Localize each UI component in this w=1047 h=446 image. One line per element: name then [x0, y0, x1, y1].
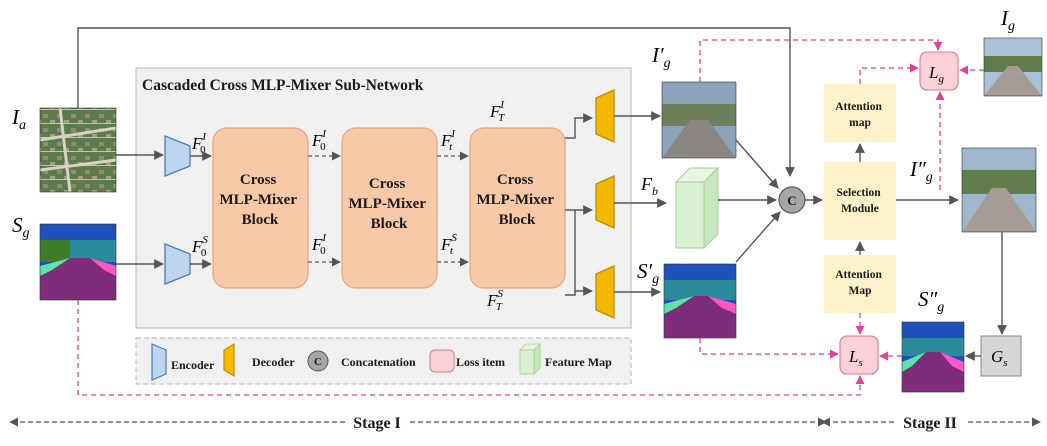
ig-dprime-label: I″g	[909, 157, 933, 185]
encoder-top-icon	[164, 135, 191, 177]
sg-dprime-image	[901, 321, 965, 393]
legend-loss-icon	[429, 349, 455, 373]
stage1-label: Stage I	[353, 415, 401, 432]
ig-prime-to-concat-arrow	[735, 139, 779, 189]
subnetwork-title: Cascaded Cross MLP-Mixer Sub-Network	[142, 77, 424, 94]
sg-prime-to-concat-arrow	[735, 211, 781, 263]
stage2-label: Stage II	[903, 415, 957, 432]
block-1-label: Cross MLP-Mixer Block	[220, 172, 301, 228]
sg-prime-to-ls-dashed	[699, 338, 839, 359]
legend-panel	[135, 337, 632, 385]
attention-top-to-lg-dashed	[859, 63, 919, 84]
sg-input-to-ls-dashed	[77, 300, 865, 396]
fb-label: Fb	[640, 174, 658, 198]
semantic-input-image	[39, 223, 117, 301]
block-3-label: Cross MLP-Mixer Block	[477, 172, 558, 228]
legend-concat-symbol: C	[314, 356, 322, 368]
gs-label: Gs	[991, 347, 1008, 369]
loss-lg-label: Lg	[928, 63, 944, 85]
feature-map-fb	[674, 166, 720, 250]
ig-ground-truth-label: Ig	[1000, 6, 1015, 34]
legend-encoder-label: Encoder	[171, 358, 215, 372]
legend-loss-label: Loss item	[456, 355, 505, 369]
ig-prime-label: I′g	[651, 43, 671, 71]
loss-ls-label: Ls	[848, 347, 863, 369]
decoder-top-icon	[595, 88, 615, 144]
semantic-input-label: Sg	[12, 213, 30, 241]
decoder-bottom-icon	[595, 264, 615, 320]
cross-mlp-mixer-block-2	[341, 127, 438, 289]
skip-connection-line	[77, 27, 795, 177]
selection-module-label: Selection Module	[837, 187, 884, 215]
selection-module	[824, 162, 896, 240]
sg-prime-image	[663, 263, 737, 339]
sg-dprime-label: S″g	[918, 287, 944, 315]
ig-prime-to-lg-dashed	[699, 39, 943, 82]
attention-map-top-label: Attention map	[835, 101, 885, 129]
legend-feature-map-icon	[519, 343, 541, 375]
cross-mlp-mixer-block-1	[212, 127, 309, 289]
legend-feature-map-label: Feature Map	[545, 355, 612, 369]
attention-map-bottom-label: Attention Map	[835, 269, 885, 297]
attention-map-top	[824, 84, 896, 142]
legend-concatenation-label: Concatenation	[341, 355, 416, 369]
legend-encoder-icon	[151, 343, 167, 381]
decoder-middle-icon	[595, 174, 615, 230]
cross-mlp-mixer-block-3	[469, 127, 566, 289]
legend-decoder-icon	[223, 342, 235, 378]
sg-prime-label: S′g	[637, 259, 659, 287]
encoder-bottom-icon	[164, 243, 191, 285]
ig-ground-truth-image	[983, 37, 1043, 97]
ig-dprime-image	[961, 147, 1037, 233]
concatenation-symbol: C	[787, 193, 796, 208]
legend-decoder-label: Decoder	[252, 355, 295, 369]
attention-map-bottom	[824, 255, 896, 313]
loss-ls	[839, 335, 879, 375]
legend-concat-icon	[307, 350, 329, 372]
loss-lg	[919, 51, 959, 91]
aerial-input-image	[39, 107, 117, 193]
block-2-label: Cross MLP-Mixer Block	[349, 176, 430, 232]
block3-to-decoder-top-arrow	[565, 113, 593, 139]
aerial-input-label: Ia	[11, 105, 26, 133]
block3-to-decoder-bottom-arrow	[565, 286, 593, 296]
ig-prime-image	[661, 81, 737, 159]
